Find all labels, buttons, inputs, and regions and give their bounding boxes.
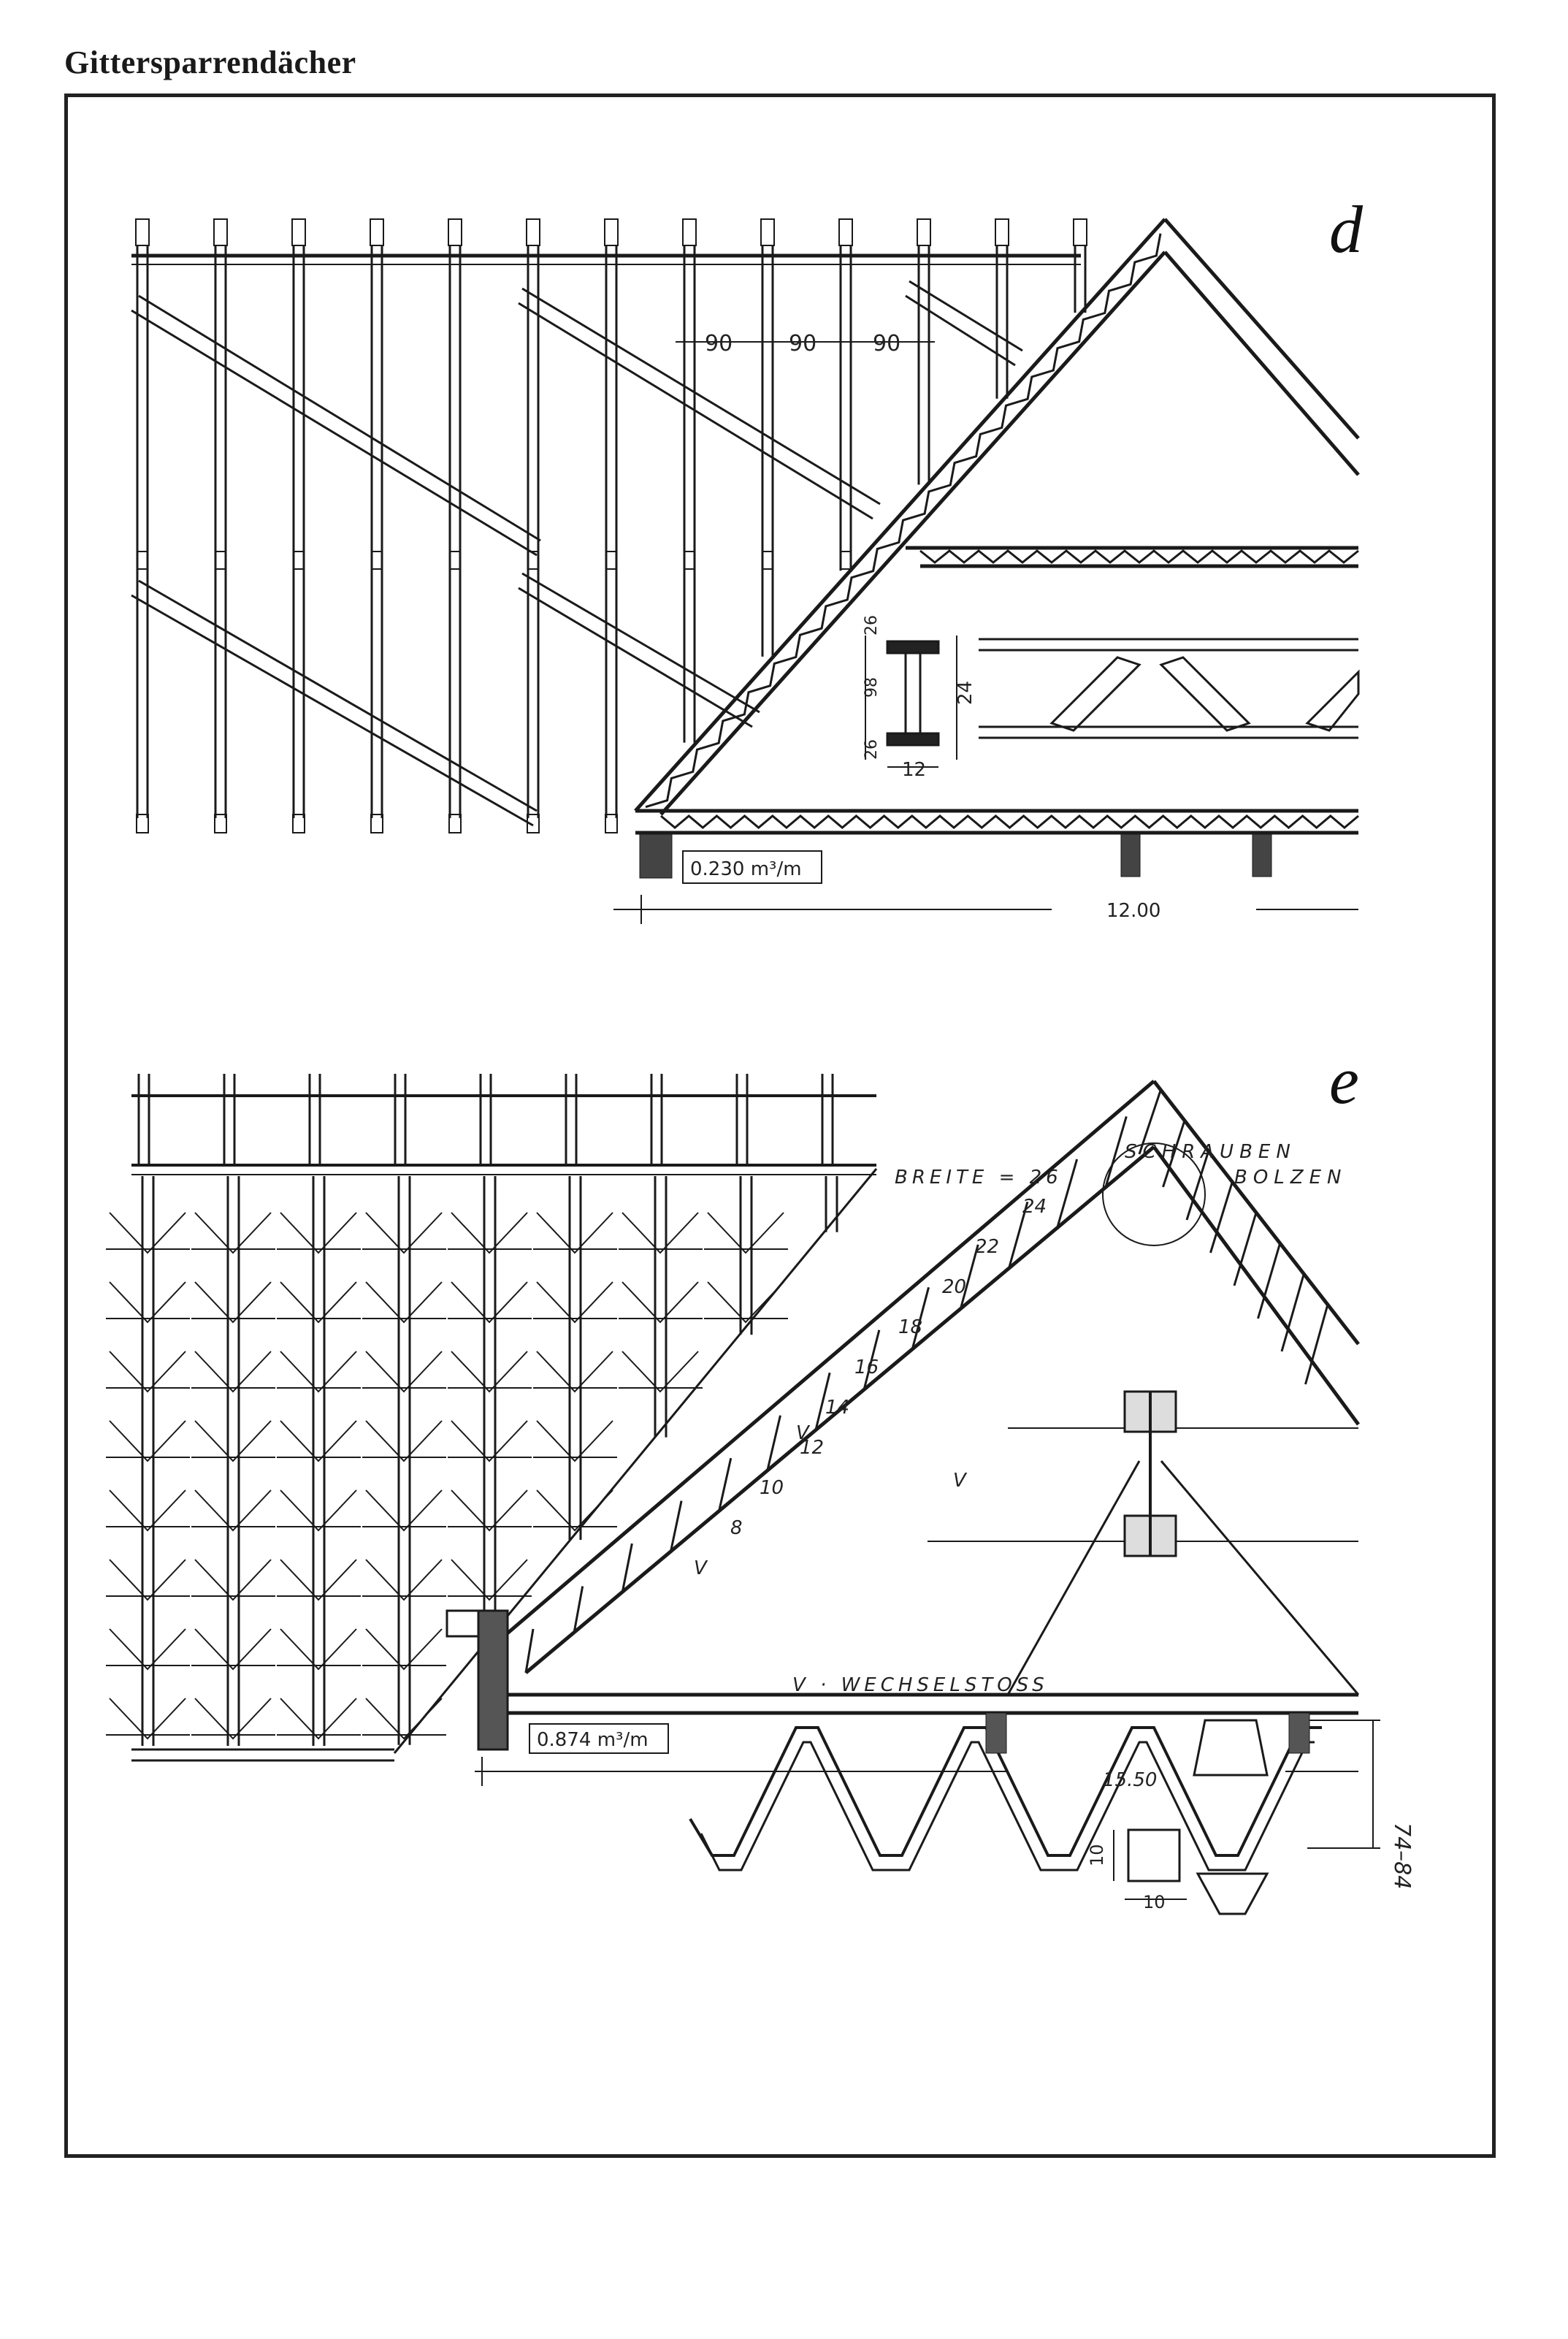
e-width-step: 16	[854, 1357, 879, 1378]
panel-e	[106, 1074, 1380, 1915]
e-volume: 0.874 m³/m	[537, 1729, 649, 1751]
e-rafter-perspective	[137, 1074, 838, 1746]
e-truss-section	[502, 1080, 1361, 1715]
d-lattice-zigzag	[645, 233, 1162, 809]
e-width-step: 18	[898, 1316, 922, 1338]
e-width-step: 8	[730, 1517, 743, 1539]
e-bolt-detail	[928, 1390, 1360, 1695]
e-width-step: 24	[1022, 1196, 1047, 1218]
e-schrauben: SCHRAUBEN	[1125, 1141, 1296, 1163]
d-flange-dim-bottom: 26	[863, 739, 881, 760]
e-timber-block	[1193, 1719, 1269, 1777]
panel-d-letter: d	[1329, 192, 1364, 267]
e-block-dim-2: 10	[1143, 1892, 1166, 1912]
d-wind-braces	[131, 280, 1023, 827]
e-v-mark-2: V	[953, 1470, 968, 1492]
d-wall-support	[639, 833, 673, 879]
d-span-dimension	[613, 850, 1358, 924]
e-width-step: 20	[942, 1276, 966, 1298]
e-bolzen: BOLZEN	[1234, 1167, 1347, 1188]
d-spacing-1: 90	[705, 331, 733, 356]
d-rafter-plan	[135, 218, 1087, 833]
d-truss-section	[634, 218, 1360, 835]
panel-e-labels: e BREITE = 26 SCHRAUBEN BOLZEN 24 22 20 18 1…	[537, 1043, 1415, 1912]
page-title: Gittersparrendächer	[64, 45, 356, 80]
e-v-mark-1: V	[796, 1422, 811, 1444]
d-volume: 0.230 m³/m	[690, 858, 802, 880]
e-v-mark-3: V	[694, 1557, 708, 1579]
panel-d	[131, 218, 1360, 924]
e-width-step: 14	[825, 1397, 849, 1419]
e-span: 15.50	[1103, 1769, 1157, 1791]
e-lattice-chevrons	[106, 1212, 788, 1740]
e-wall-support	[477, 1609, 509, 1751]
e-breite: BREITE = 26	[895, 1167, 1063, 1188]
drawing-frame	[64, 94, 1496, 2158]
d-spacing-2: 90	[789, 331, 816, 356]
e-width-step: 12	[800, 1437, 824, 1459]
d-span: 12.00	[1106, 900, 1160, 922]
e-height-dim: 74–84	[1389, 1823, 1415, 1889]
d-cross-section-detail	[865, 636, 1360, 768]
d-web-dim: 98	[863, 677, 881, 698]
d-spacing-3: 90	[873, 331, 900, 356]
e-block-dim-1: 10	[1087, 1844, 1107, 1866]
e-width-step: 22	[975, 1236, 999, 1258]
e-span-dimension	[475, 1723, 1358, 1786]
d-height-dim: 24	[955, 681, 976, 705]
e-width-step: 10	[760, 1477, 784, 1499]
d-width-dim: 12	[902, 759, 926, 781]
panel-e-letter: e	[1329, 1043, 1359, 1118]
panel-d-labels: d 90 90 90 24 12 26 98 26 0.230 m³/m 12.…	[690, 192, 1364, 922]
d-flange-dim-top: 26	[863, 615, 881, 636]
e-wechselstoss: V · WECHSELSTOSS	[792, 1674, 1049, 1696]
